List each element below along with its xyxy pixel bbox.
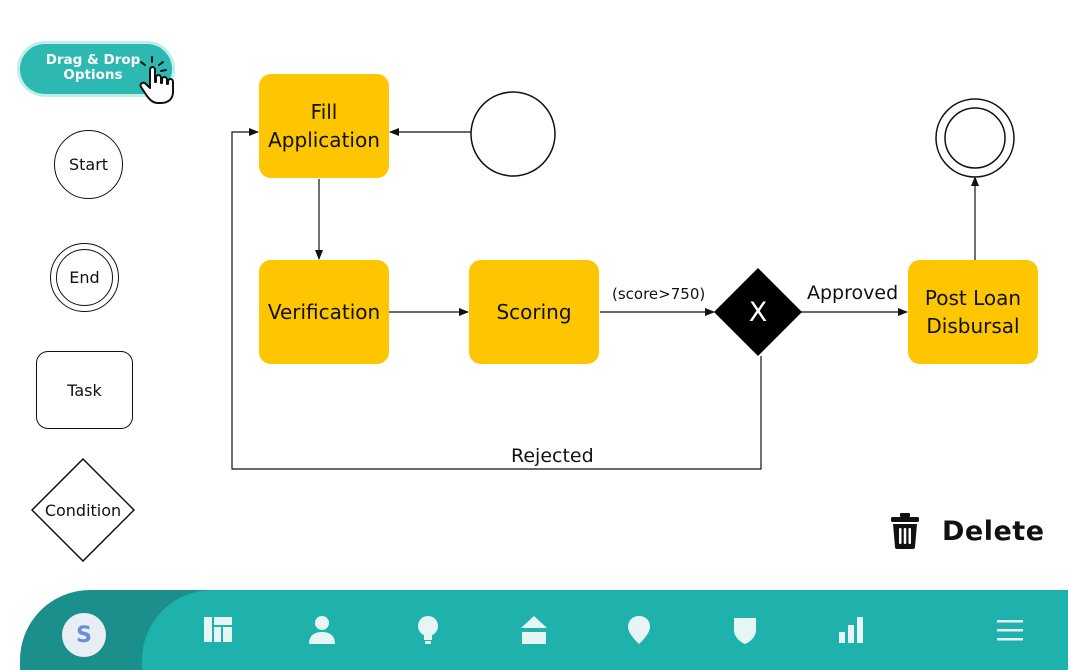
palette-task-label: Task xyxy=(67,380,102,400)
edge-rejected-loop[interactable] xyxy=(231,128,762,470)
task-verification-label: Verification xyxy=(267,300,381,324)
palette-start-label: Start xyxy=(68,155,109,174)
home-icon[interactable] xyxy=(518,614,550,646)
condition-diamond-shape xyxy=(31,458,135,562)
avatar[interactable]: S xyxy=(62,613,106,657)
delete-button[interactable]: Delete xyxy=(890,508,1050,554)
palette-end-event[interactable]: End xyxy=(50,243,119,312)
task-fill-line2: Application xyxy=(268,128,380,152)
drag-drop-options-button[interactable]: Drag & Drop Options xyxy=(20,44,172,94)
task-verification[interactable]: Verification xyxy=(259,260,389,364)
task-post-line1: Post Loan xyxy=(924,286,1022,310)
user-icon[interactable] xyxy=(306,614,338,646)
lightbulb-icon[interactable] xyxy=(412,614,444,646)
task-fill-application[interactable]: Fill Application xyxy=(259,74,389,178)
menu-icon[interactable] xyxy=(994,614,1026,646)
task-post-loan-disbursal[interactable]: Post Loan Disbursal xyxy=(908,260,1038,364)
diagram-end-event-inner xyxy=(944,107,1006,169)
bar-chart-icon[interactable] xyxy=(835,614,867,646)
edge-label-score-condition: (score>750) xyxy=(612,285,706,303)
palette-condition[interactable]: Condition xyxy=(31,458,135,562)
avatar-initial: S xyxy=(76,622,92,648)
diagram-start-event[interactable] xyxy=(470,91,556,177)
palette-start-event[interactable]: Start xyxy=(54,130,123,199)
trash-icon xyxy=(891,513,919,549)
drag-drop-label-line2: Options xyxy=(63,67,123,83)
diagram-exclusive-gateway[interactable] xyxy=(714,268,802,356)
gateway-x-label: X xyxy=(748,297,768,328)
edge-label-approved: Approved xyxy=(807,282,899,304)
task-fill-line1: Fill xyxy=(310,100,338,124)
palette-task[interactable]: Task xyxy=(36,351,133,429)
palette-condition-label: Condition xyxy=(44,500,122,520)
task-post-line2: Disbursal xyxy=(926,314,1020,338)
location-pin-icon[interactable] xyxy=(623,614,655,646)
task-scoring[interactable]: Scoring xyxy=(469,260,599,364)
pointer-hand-icon xyxy=(139,56,174,104)
bottom-nav-bar xyxy=(142,590,1068,670)
edge-label-rejected: Rejected xyxy=(511,445,594,467)
diagram-end-event[interactable] xyxy=(935,98,1015,178)
task-scoring-label: Scoring xyxy=(496,300,572,324)
drag-drop-label-line1: Drag & Drop xyxy=(45,52,141,68)
dashboard-icon[interactable] xyxy=(202,614,234,646)
shield-icon[interactable] xyxy=(729,614,761,646)
delete-label: Delete xyxy=(942,515,1045,547)
